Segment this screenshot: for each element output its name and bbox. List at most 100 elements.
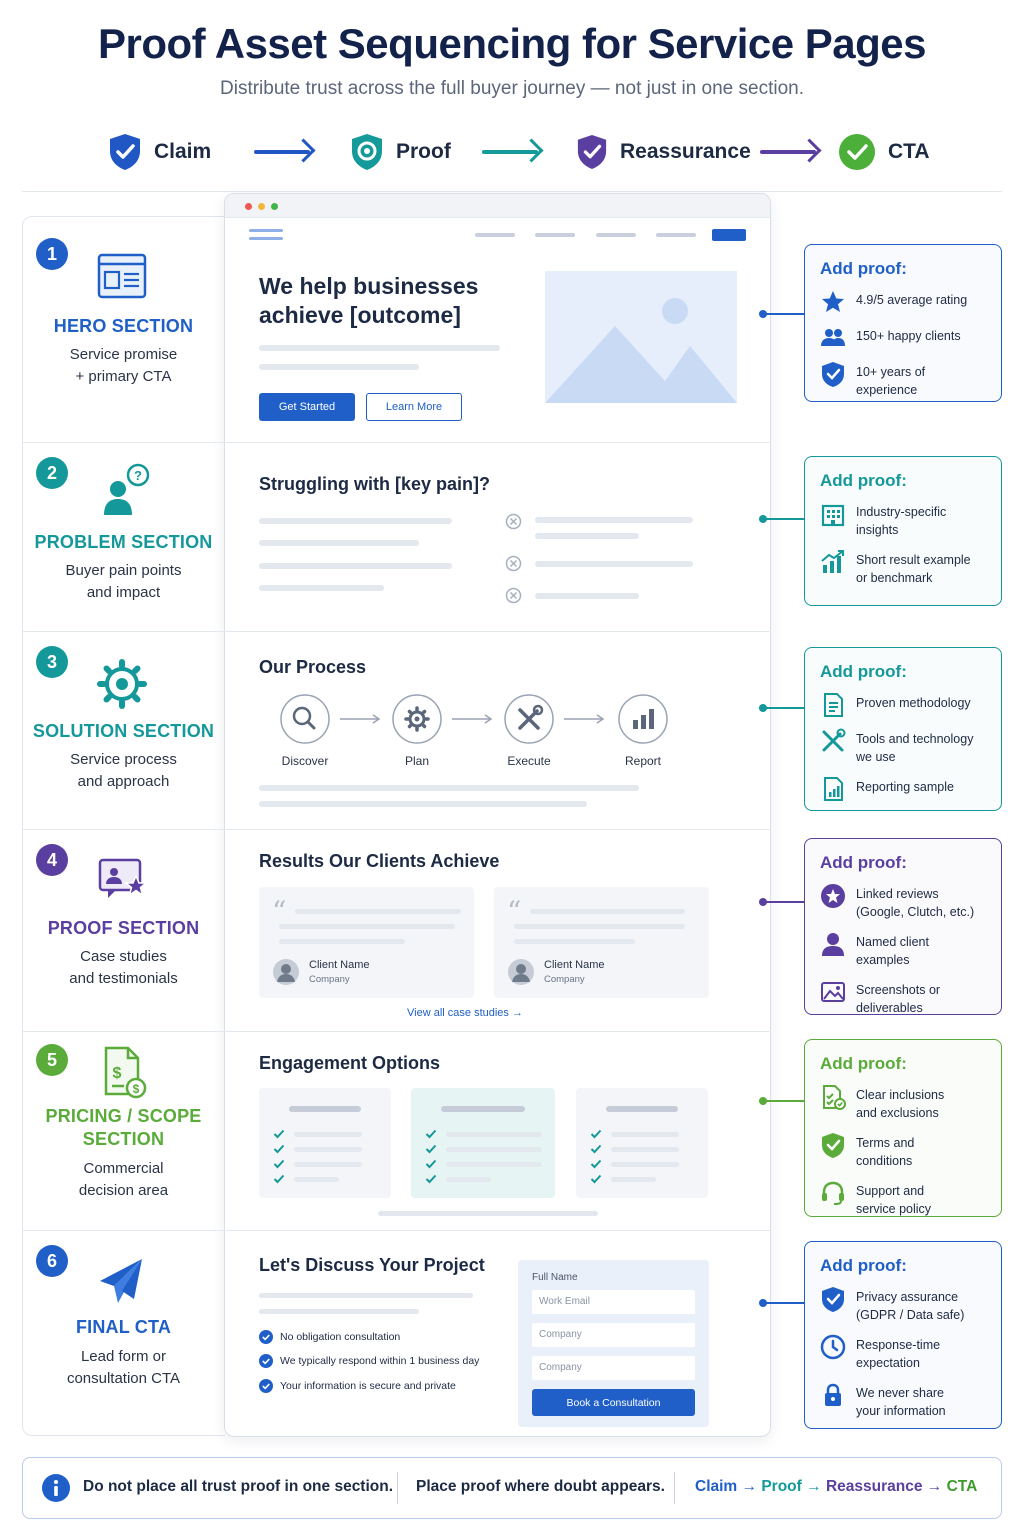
hamburger-icon[interactable] <box>249 229 283 243</box>
section-title: SOLUTION SECTION <box>32 721 215 741</box>
text-placeholder <box>295 909 461 914</box>
text-placeholder <box>259 540 419 546</box>
checkmark-icon <box>425 1159 437 1169</box>
scrollbar[interactable] <box>378 1211 598 1216</box>
checklist-item: We typically respond within 1 business d… <box>259 1354 479 1368</box>
checklist-label: No obligation consultation <box>280 1331 401 1343</box>
headline-line: We help businesses <box>259 273 479 299</box>
row-divider <box>22 829 771 830</box>
nav-link[interactable] <box>656 233 696 237</box>
nav-cta-button[interactable] <box>712 229 746 241</box>
pricing-plan-card[interactable] <box>259 1088 391 1198</box>
dollar-document-icon: $$ <box>104 1046 147 1099</box>
learn-more-button[interactable]: Learn More <box>366 393 462 421</box>
check-circle-icon <box>259 1330 273 1344</box>
label-line: (Google, Clutch, etc.) <box>856 905 975 919</box>
proof-item-label: Linked reviews (Google, Clutch, etc.) <box>856 883 974 921</box>
final-cta-title: Let's Discuss Your Project <box>259 1255 485 1275</box>
label-line: Support and <box>856 1184 925 1198</box>
proof-item-label: Privacy assurance(GDPR / Data safe) <box>856 1286 964 1324</box>
testimonial-card: “ Client Name Company <box>494 887 709 998</box>
book-consultation-button[interactable]: Book a Consultation <box>532 1389 695 1416</box>
text-placeholder <box>259 801 587 807</box>
engagement-title: Engagement Options <box>259 1053 441 1073</box>
checkmark-icon <box>273 1174 285 1184</box>
section-desc: Service promise+ primary CTA <box>22 344 225 388</box>
pricing-plan-card[interactable] <box>411 1088 555 1198</box>
tools-icon <box>504 694 554 744</box>
avatar <box>273 959 299 985</box>
section-title: PROOF SECTION <box>47 918 200 938</box>
pricing-plan-card[interactable] <box>576 1088 708 1198</box>
company-field-2[interactable]: Company <box>532 1356 695 1380</box>
flow-step-claim: Claim <box>108 128 211 176</box>
svg-text:?: ? <box>134 468 142 483</box>
footer-message: Place proof where doubt appears. <box>416 1478 665 1495</box>
work-email-field[interactable]: Work Email <box>532 1290 695 1314</box>
proof-item-label: 10+ years of experience <box>856 361 987 399</box>
label-line: Clear inclusions <box>856 1088 945 1102</box>
desc-line: consultation CTA <box>66 1370 181 1387</box>
view-case-studies-link[interactable]: View all case studies → <box>407 1007 523 1019</box>
nav-link[interactable] <box>475 233 515 237</box>
flow-label: Reassurance <box>620 140 751 163</box>
proof-item: 10+ years of experience <box>820 361 987 399</box>
row-divider <box>22 1031 771 1032</box>
arrow-right-icon: → <box>926 1478 943 1495</box>
text-placeholder <box>530 909 685 914</box>
shield-badge-icon <box>352 134 382 170</box>
proof-item: 150+ happy clients <box>820 325 987 351</box>
desc-line: decision area <box>78 1182 169 1199</box>
hero-image-icon <box>545 271 737 403</box>
svg-text:$: $ <box>113 1065 122 1082</box>
shield-check-icon <box>822 1287 844 1312</box>
step-number: 6 <box>36 1245 68 1277</box>
testimonial-card: “ Client Name Company <box>259 887 474 998</box>
plan-feature-placeholder <box>446 1177 491 1182</box>
footer-banner: Do not place all trust proof in one sect… <box>22 1457 1002 1519</box>
plan-feature-placeholder <box>294 1147 362 1152</box>
minimize-dot <box>258 203 265 210</box>
arrow-right-icon <box>452 714 493 724</box>
nav-link[interactable] <box>535 233 575 237</box>
label-line: (GDPR / Data safe) <box>856 1308 965 1322</box>
plan-feature-placeholder <box>611 1177 656 1182</box>
shield-check-icon <box>110 134 140 170</box>
form-label: Full Name <box>532 1272 578 1283</box>
desc-line: and approach <box>77 773 170 790</box>
arrow-right-icon: → <box>806 1478 822 1495</box>
text-placeholder <box>535 561 693 567</box>
client-company: Company <box>309 974 350 985</box>
plan-feature-placeholder <box>611 1162 679 1167</box>
shield-check-icon <box>822 1133 844 1158</box>
clock-icon <box>820 1334 846 1360</box>
client-name: Client Name <box>309 959 370 971</box>
label-line: examples <box>856 953 910 967</box>
flow-label: CTA <box>888 140 930 163</box>
company-field[interactable]: Company <box>532 1323 695 1347</box>
get-started-button[interactable]: Get Started <box>259 393 355 421</box>
row-divider <box>22 442 771 443</box>
section-title-line2: SECTION <box>82 1129 165 1149</box>
plan-feature-placeholder <box>611 1132 679 1137</box>
bar-chart-icon <box>618 694 668 744</box>
check-circle-icon <box>259 1379 273 1393</box>
label-line: 4.9/5 average rating <box>856 293 968 307</box>
journey-flow: Claim Proof Reassurance CTA <box>0 128 1024 178</box>
nav-link[interactable] <box>596 233 636 237</box>
maximize-dot <box>271 203 278 210</box>
label-line: Linked reviews <box>856 887 939 901</box>
label-line: Named client <box>856 935 929 949</box>
step-number: 1 <box>36 238 68 270</box>
desc-line: + primary CTA <box>75 368 172 385</box>
text-placeholder <box>259 364 419 370</box>
